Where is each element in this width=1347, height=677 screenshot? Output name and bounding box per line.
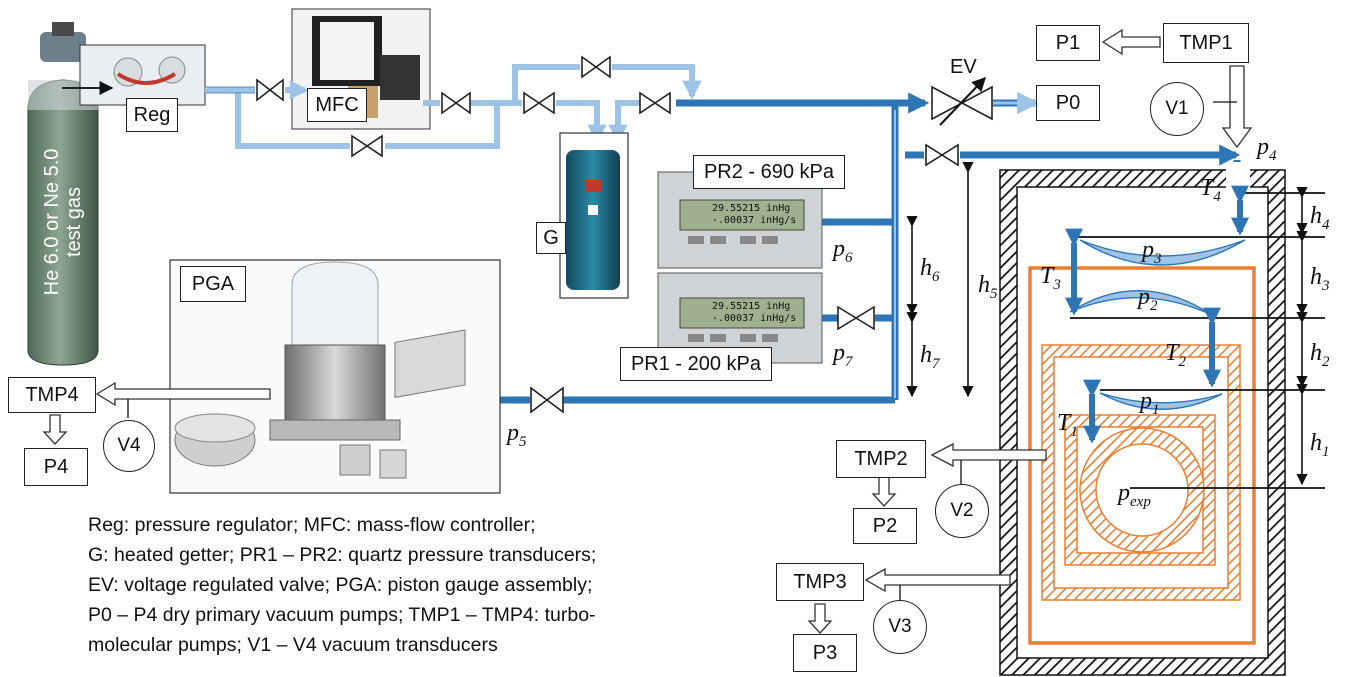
v4-gauge[interactable]: V4: [103, 420, 155, 472]
getter-label: G: [536, 222, 566, 254]
legend: Reg: pressure regulator; MFC: mass-flow …: [88, 510, 596, 660]
pr1-display-line1: 29.55215 inHg: [712, 301, 790, 312]
valve-bypass-upper[interactable]: [582, 57, 610, 77]
legend-line: molecular pumps; V1 – V4 vacuum transduc…: [88, 630, 596, 660]
regulator-photo: [80, 45, 205, 105]
symbol-T1: T1: [1057, 410, 1078, 441]
pga-label: PGA: [180, 266, 246, 302]
symbol-p4: p4: [1257, 134, 1277, 165]
legend-line: G: heated getter; PR1 – PR2: quartz pres…: [88, 540, 596, 570]
symbol-p2: p2: [1138, 284, 1158, 315]
symbol-h4: h4: [1310, 203, 1330, 234]
pr2-label: PR2 - 690 kPa: [693, 155, 845, 189]
symbol-p5: p5: [507, 420, 527, 451]
p0-pump[interactable]: P0: [1036, 85, 1100, 121]
tmp1-pump[interactable]: TMP1: [1163, 23, 1249, 63]
symbol-T2: T2: [1165, 340, 1186, 371]
mfc-label: MFC: [307, 88, 367, 122]
symbol-h1: h1: [1310, 430, 1330, 461]
v1-gauge[interactable]: V1: [1150, 82, 1204, 136]
legend-line: EV: voltage regulated valve; PGA: piston…: [88, 570, 596, 600]
symbol-T4: T4: [1200, 175, 1221, 206]
symbol-h2: h2: [1310, 340, 1330, 371]
valve-chamber[interactable]: [926, 145, 958, 165]
p4-pump[interactable]: P4: [24, 448, 88, 486]
symbol-p1: p1: [1140, 388, 1160, 419]
ev-label: EV: [950, 56, 977, 79]
valve-bypass-lower[interactable]: [352, 136, 382, 156]
symbol-p6: p6: [833, 236, 853, 267]
p1-pump[interactable]: P1: [1036, 25, 1100, 61]
valve-getter-in[interactable]: [524, 93, 554, 113]
symbol-h5: h5: [978, 272, 998, 303]
p3-pump[interactable]: P3: [793, 634, 857, 672]
valve-getter-out[interactable]: [640, 93, 670, 113]
reg-label: Reg: [126, 98, 178, 132]
symbol-h3: h3: [1310, 264, 1330, 295]
symbol-T3: T3: [1040, 263, 1061, 294]
symbol-p7: p7: [833, 340, 853, 371]
pr1-display-line2: -.00037 inHg/s: [712, 313, 796, 324]
getter-body: [566, 150, 620, 290]
valve-mfc-out[interactable]: [442, 93, 470, 113]
pga-bell-jar: [292, 262, 378, 345]
legend-line: P0 – P4 dry primary vacuum pumps; TMP1 –…: [88, 600, 596, 630]
pr2-display-line1: 29.55215 inHg: [712, 203, 790, 214]
pr2-display-line2: -.00037 inHg/s: [712, 215, 796, 226]
v3-gauge[interactable]: V3: [873, 600, 927, 654]
symbol-p3: p3: [1142, 237, 1162, 268]
dimension-arrows: [912, 172, 1302, 484]
legend-line: Reg: pressure regulator; MFC: mass-flow …: [88, 510, 596, 540]
tmp2-pump[interactable]: TMP2: [836, 440, 926, 478]
pga-piston-body: [285, 345, 385, 420]
valve-pga[interactable]: [531, 388, 563, 412]
symbol-h7: h7: [920, 342, 940, 373]
symbol-h6: h6: [920, 255, 940, 286]
cylinder-label: He 6.0 or Ne 5.0 test gas: [41, 147, 85, 297]
cylinder-valve: [40, 32, 86, 62]
symbol-pexp: pexp: [1118, 480, 1151, 511]
v2-gauge[interactable]: V2: [935, 484, 989, 538]
pr1-label: PR1 - 200 kPa: [620, 347, 772, 381]
valve-pr1[interactable]: [838, 307, 874, 329]
valve-reg-out[interactable]: [257, 80, 283, 100]
tmp3-pump[interactable]: TMP3: [776, 563, 864, 601]
tmp4-pump[interactable]: TMP4: [8, 377, 96, 413]
p2-pump[interactable]: P2: [853, 508, 917, 544]
